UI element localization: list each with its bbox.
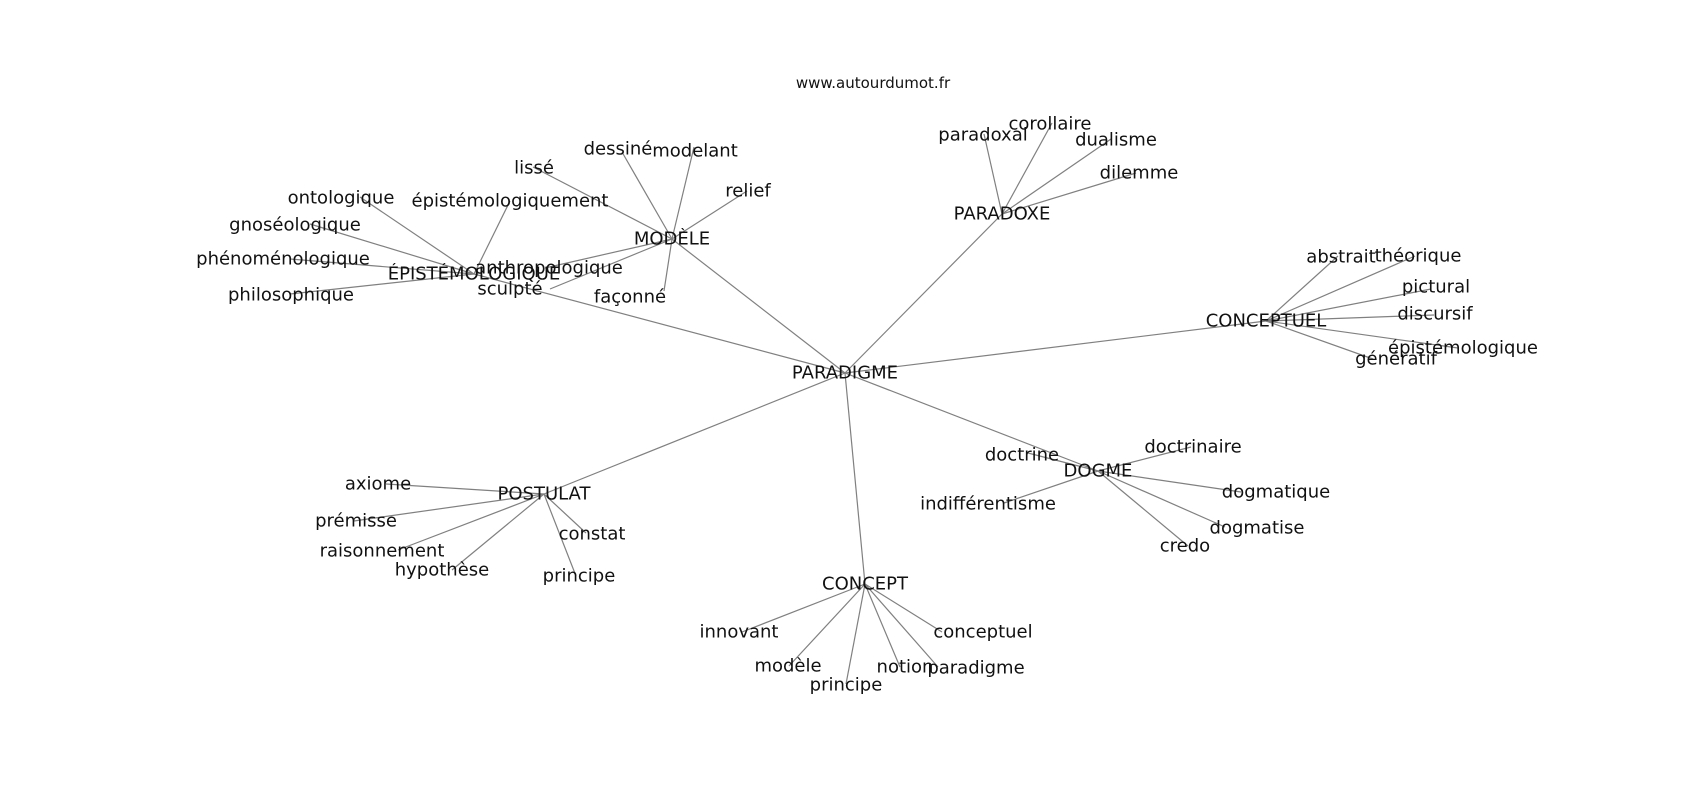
leaf-word: conceptuel xyxy=(933,622,1032,643)
edge-hub-to-leaf xyxy=(864,583,939,668)
edge-hub-to-leaf xyxy=(359,196,475,275)
edge-hub-to-leaf xyxy=(289,258,475,275)
leaf-word: épistémologique xyxy=(1388,338,1538,359)
leaf-word: génératif xyxy=(1355,349,1437,370)
edge-hub-to-leaf xyxy=(544,238,673,269)
edge-center-to-hub xyxy=(844,320,1267,374)
leaf-word: credo xyxy=(1160,536,1210,557)
edge-center-to-hub xyxy=(671,238,846,374)
leaf-word: dogmatise xyxy=(1210,518,1305,539)
edge-hub-to-leaf xyxy=(1001,138,1112,215)
edge-hub-to-leaf xyxy=(543,493,577,577)
edge-hub-to-leaf xyxy=(1265,288,1432,322)
hub-word: ÉPISTÉMOLOGIQUE xyxy=(388,263,561,285)
leaf-word: façonné xyxy=(594,287,666,308)
edge-hub-to-leaf xyxy=(1003,470,1099,504)
leaf-word: dualisme xyxy=(1075,130,1157,151)
leaf-word: philosophique xyxy=(228,285,354,306)
leaf-word: sculpté xyxy=(477,279,542,300)
leaf-word: abstrait xyxy=(1306,247,1375,268)
edge-hub-to-leaf xyxy=(1265,320,1459,349)
edge-center-to-hub xyxy=(844,213,1003,374)
hub-word: CONCEPT xyxy=(822,574,909,595)
leaf-word: phénoménologique xyxy=(196,249,370,270)
leaf-word: pictural xyxy=(1402,277,1470,298)
leaf-word: innovant xyxy=(700,622,779,643)
edge-hub-to-leaf xyxy=(1097,470,1189,547)
edge-hub-to-leaf xyxy=(1097,446,1192,472)
hub-word: DOGME xyxy=(1064,461,1133,482)
edge-hub-to-leaf xyxy=(864,583,901,668)
edge-hub-to-leaf xyxy=(845,583,866,685)
leaf-word: raisonnement xyxy=(320,541,445,562)
leaf-word: modelant xyxy=(652,141,738,162)
leaf-word: anthropologique xyxy=(475,258,623,279)
leaf-word: axiome xyxy=(345,474,411,495)
edge-hub-to-leaf xyxy=(864,583,943,633)
edge-hub-to-leaf xyxy=(353,493,545,522)
edge-hub-to-leaf xyxy=(1097,470,1226,528)
edge-hub-to-leaf xyxy=(663,238,673,292)
edge-hub-to-leaf xyxy=(741,583,866,633)
edge-center-to-hub xyxy=(844,372,1099,472)
edge-hub-to-leaf xyxy=(621,151,673,240)
hub-word: PARADOXE xyxy=(954,204,1051,225)
leaf-word: corollaire xyxy=(1008,114,1091,135)
edge-center-to-hub xyxy=(543,372,846,495)
edge-hub-to-leaf xyxy=(1097,470,1242,493)
leaf-word: dogmatique xyxy=(1222,482,1330,503)
edge-hub-to-leaf xyxy=(385,483,545,495)
edge-hub-to-leaf xyxy=(983,133,1003,215)
graph-edges xyxy=(289,122,1459,685)
edge-hub-to-leaf xyxy=(1265,314,1435,322)
edge-hub-to-leaf xyxy=(397,493,545,551)
edge-hub-to-leaf xyxy=(1001,172,1137,215)
edge-hub-to-leaf xyxy=(671,146,695,240)
hub-word: POSTULAT xyxy=(498,484,592,505)
leaf-word: hypothèse xyxy=(395,560,490,581)
hub-word: MODÈLE xyxy=(634,228,710,250)
edge-hub-to-leaf xyxy=(788,583,866,667)
leaf-word: principe xyxy=(810,675,883,696)
leaf-word: gnoséologique xyxy=(229,215,361,236)
edge-hub-to-leaf xyxy=(1265,255,1339,322)
edge-hub-to-leaf xyxy=(1001,122,1053,215)
leaf-word: dilemme xyxy=(1100,163,1179,184)
leaf-word: épistémologiquement xyxy=(412,191,609,212)
leaf-word: ontologique xyxy=(288,188,395,209)
leaf-word: doctrine xyxy=(985,445,1059,466)
edge-hub-to-leaf xyxy=(309,223,475,275)
edge-hub-to-leaf xyxy=(671,190,748,240)
edge-hub-to-leaf xyxy=(543,493,587,534)
leaf-word: paradoxal xyxy=(938,125,1027,146)
leaf-word: indifférentisme xyxy=(920,494,1056,515)
leaf-word: prémisse xyxy=(315,511,397,532)
edge-hub-to-leaf xyxy=(1265,320,1374,360)
edge-hub-to-leaf xyxy=(1265,255,1416,322)
leaf-word: modèle xyxy=(754,656,821,677)
leaf-word: principe xyxy=(543,566,616,587)
leaf-word: théorique xyxy=(1375,246,1462,267)
edge-hub-to-leaf xyxy=(549,238,673,290)
edge-hub-to-leaf xyxy=(289,273,475,295)
leaf-word: discursif xyxy=(1397,304,1473,325)
leaf-word: constat xyxy=(559,524,626,545)
edge-center-to-hub xyxy=(844,372,866,585)
leaf-word: dessiné xyxy=(584,139,653,160)
edge-hub-to-leaf xyxy=(1027,452,1099,472)
leaf-word: relief xyxy=(725,181,771,202)
edge-hub-to-leaf xyxy=(532,166,673,240)
hub-word: CONCEPTUEL xyxy=(1206,311,1327,332)
leaf-word: paradigme xyxy=(927,658,1024,679)
center-word: PARADIGME xyxy=(792,363,898,384)
leaf-word: notion xyxy=(877,657,934,678)
edge-hub-to-leaf xyxy=(451,493,545,571)
source-label: www.autourdumot.fr xyxy=(796,74,951,92)
edge-center-to-hub xyxy=(473,273,846,374)
leaf-word: lissé xyxy=(514,158,554,179)
leaf-word: doctrinaire xyxy=(1144,437,1241,458)
edge-hub-to-leaf xyxy=(473,200,511,275)
